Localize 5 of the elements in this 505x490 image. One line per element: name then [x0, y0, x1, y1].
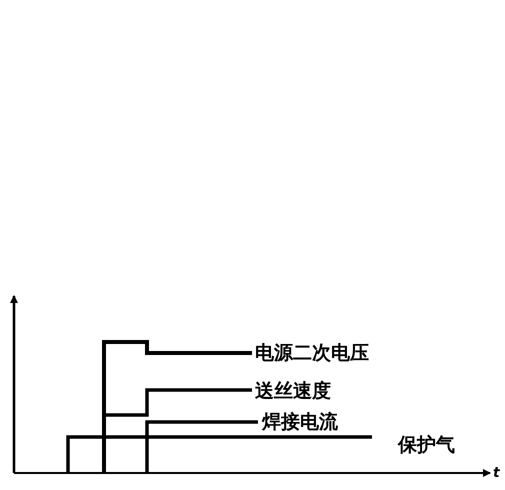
signal-label: 焊接电流 — [262, 411, 338, 433]
signal-label: 电源二次电压 — [255, 342, 369, 364]
axis-label: t — [493, 464, 500, 483]
signal-label: 保护气 — [398, 434, 455, 456]
signal-label: 送丝速度 — [255, 380, 331, 402]
